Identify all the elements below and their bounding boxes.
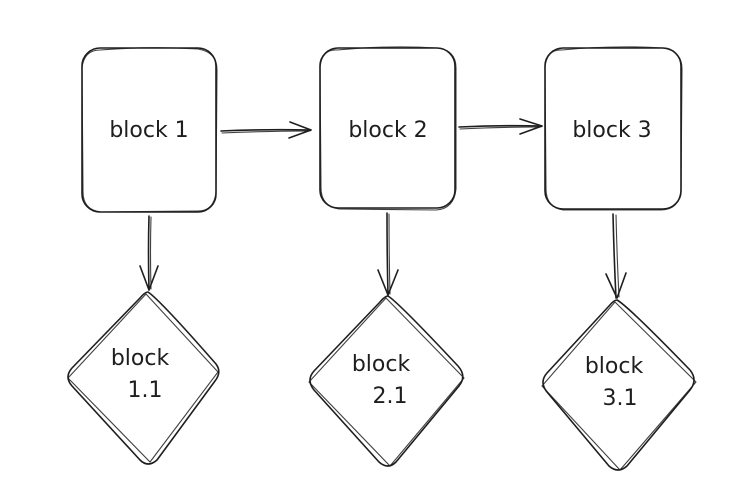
arrow-block1-to-block2 bbox=[220, 121, 312, 139]
arrow-block3-to-block31 bbox=[605, 213, 627, 299]
block-1-1-label-line2: 1.1 bbox=[128, 378, 163, 403]
arrow-block1-to-block11 bbox=[139, 215, 159, 291]
block-3-label: block 3 bbox=[572, 118, 651, 143]
block-3-1-node[interactable]: block 3.1 bbox=[541, 299, 697, 471]
block-3-1-label-line2: 3.1 bbox=[603, 386, 638, 411]
block-1-label: block 1 bbox=[109, 118, 188, 143]
block-3-1-label-line1: block bbox=[585, 354, 644, 379]
block-1-1-node[interactable]: block 1.1 bbox=[67, 291, 220, 465]
block-3-node[interactable]: block 3 bbox=[544, 46, 683, 211]
block-2-1-label-line2: 2.1 bbox=[373, 384, 408, 409]
arrow-block2-to-block3 bbox=[458, 118, 543, 135]
block-1-1-label-line1: block bbox=[111, 346, 170, 371]
block-1-node[interactable]: block 1 bbox=[81, 47, 218, 213]
arrow-block2-to-block21 bbox=[377, 212, 399, 296]
block-2-1-label-line1: block bbox=[352, 352, 411, 377]
block-2-1-node[interactable]: block 2.1 bbox=[308, 295, 465, 467]
block-2-label: block 2 bbox=[348, 118, 427, 143]
block-2-node[interactable]: block 2 bbox=[319, 46, 457, 211]
